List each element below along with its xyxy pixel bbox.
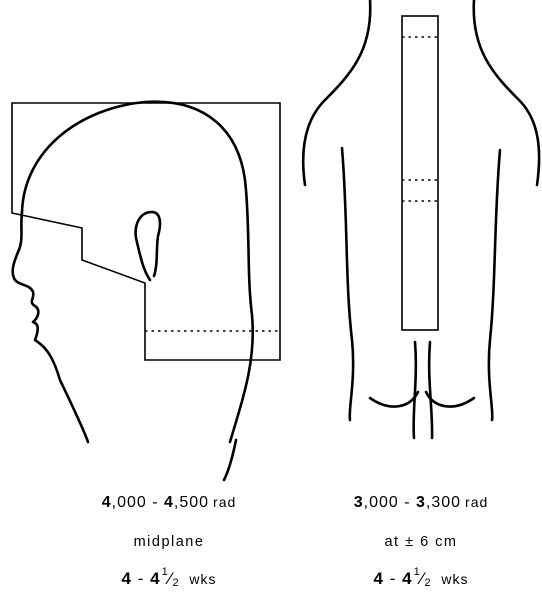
spine-weeks-unit: wks xyxy=(441,571,468,587)
head-weeks-from: 4 xyxy=(121,569,131,588)
spine-dose-unit: rad xyxy=(465,494,488,510)
head-weeks-dash: - xyxy=(138,569,145,588)
left-torso-side xyxy=(342,148,353,420)
head-duration: 4 - 41⁄2 wks xyxy=(54,566,284,589)
face-profile xyxy=(13,212,88,442)
spine-location: at ± 6 cm xyxy=(306,534,536,550)
spine-dose-from-lead: 3 xyxy=(354,494,364,511)
head-weeks-whole: 4 xyxy=(150,569,160,588)
spine-treatment-field xyxy=(402,16,438,330)
head-weeks-denominator: 2 xyxy=(173,577,180,589)
spine-duration: 4 - 41⁄2 wks xyxy=(306,566,536,589)
head-dose-to-lead: 4 xyxy=(164,494,174,511)
head-illustration xyxy=(13,102,253,480)
head-dose-to-rest: ,500 xyxy=(174,494,209,511)
neck-back xyxy=(224,440,236,480)
head-weeks-numerator: 1 xyxy=(162,566,169,578)
right-torso-side xyxy=(489,150,500,420)
back-illustration xyxy=(303,0,539,438)
head-dose-from-rest: ,000 xyxy=(112,494,147,511)
spine-weeks-whole: 4 xyxy=(402,569,412,588)
head-dose-from-lead: 4 xyxy=(102,494,112,511)
spine-weeks-dash: - xyxy=(390,569,397,588)
head-profile-outline xyxy=(22,102,253,442)
spine-weeks-numerator: 1 xyxy=(414,566,421,578)
head-weeks-fraction: 1⁄2 xyxy=(161,569,180,588)
right-shoulder-arm xyxy=(474,0,539,185)
head-weeks-unit: wks xyxy=(189,571,216,587)
spine-dose-to-lead: 3 xyxy=(416,494,426,511)
head-dose-unit: rad xyxy=(213,494,236,510)
head-location: midplane xyxy=(54,534,284,550)
head-dose-dash: - xyxy=(147,494,164,511)
gluteal-cleft xyxy=(370,392,474,407)
spine-dose-dash: - xyxy=(399,494,416,511)
spine-weeks-fraction: 1⁄2 xyxy=(413,569,432,588)
spine-dose-from-rest: ,000 xyxy=(364,494,399,511)
spine-dose-to-rest: ,300 xyxy=(426,494,461,511)
gluteal-crease xyxy=(414,342,433,438)
left-shoulder-arm xyxy=(303,0,370,185)
spine-weeks-from: 4 xyxy=(373,569,383,588)
spine-field-outline xyxy=(402,16,438,330)
ear xyxy=(136,212,160,280)
spine-weeks-denominator: 2 xyxy=(425,577,432,589)
